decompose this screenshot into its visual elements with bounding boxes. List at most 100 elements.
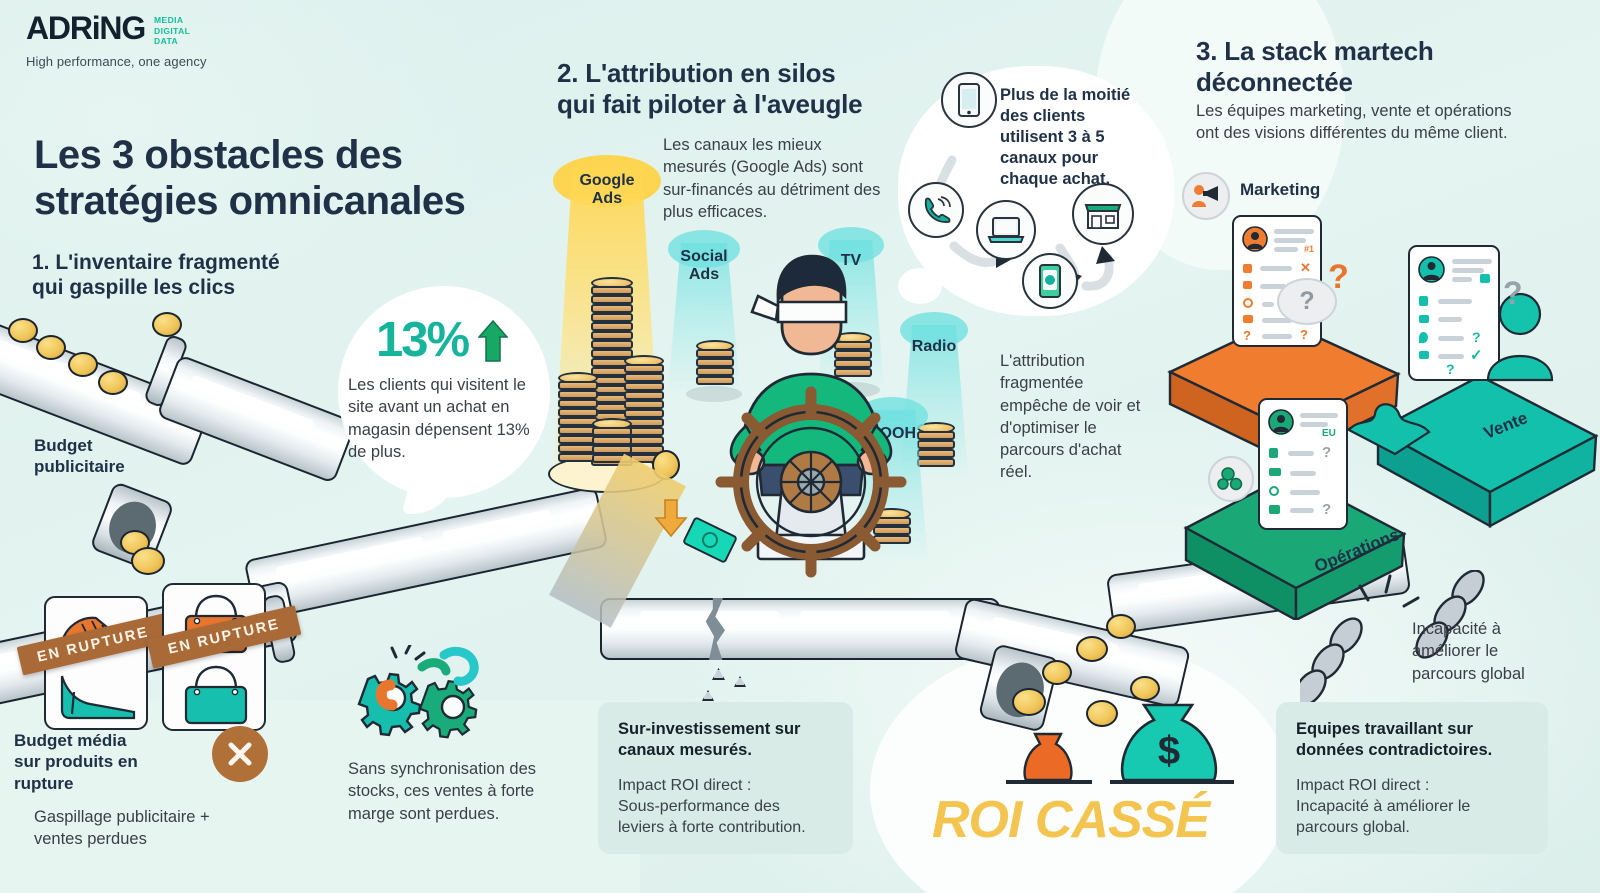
stat-bubble-13-percent [338,286,550,498]
chain-note-line1: Incapacité à [1412,620,1501,638]
section-2-heading-line2: qui fait piloter à l'aveugle [557,88,863,119]
puzzle-label-marketing: Marketing [1240,180,1321,199]
avatar-marketing-icon [1242,226,1268,252]
impact-card-2-title-line1: Equipes travaillant sur [1296,720,1473,738]
page-title-line1: Les 3 obstacles des [34,133,403,177]
avatar-vente-icon [1418,256,1445,283]
money-bag-orange-icon [1023,732,1073,782]
coin-stack-radio [917,422,955,478]
pipe-debris-2 [734,676,746,687]
profile-card-operations: EU ? ? [1258,398,1348,530]
channel-label-tv: TV [840,252,862,269]
pipe-center [600,598,1000,660]
gears-broken-chain-icon [357,645,479,739]
stat-value: 13% [376,313,470,367]
impact-card-1: Sur-investissement sur canaux mesurés. I… [598,702,853,854]
roi-coin-4 [1106,614,1136,639]
money-bag-teal-icon: $ [1120,703,1218,782]
sync-description: Sans synchronisation des stocks, ces ven… [348,760,537,823]
arrow-down-icon [654,499,688,538]
marketing-role-icon-circle [1182,172,1230,220]
roi-coin-1 [1012,688,1046,716]
profile-card-marketing: #1 ✕ ? ? ? [1232,215,1322,347]
impact-card-1-title-line2: canaux mesurés. [618,741,752,760]
logo-tags: MEDIA DIGITAL DATA [154,12,190,47]
channel-social-line1: Social [680,248,728,265]
channel-google-line1: Google [579,172,635,189]
label-budget-media: Budget média sur produits en rupture [14,730,179,794]
question-mark-marketing-large: ? [1328,258,1349,296]
impact-card-2-body-line1: Impact ROI direct : [1296,776,1430,794]
logo-tag-media: MEDIA [154,15,184,25]
mobile-phone-icon [941,72,997,128]
phone-call-icon [908,182,964,238]
section-3-heading: 3. La stack martech déconnectée [1196,36,1576,97]
impact-card-2: Equipes travaillant sur données contradi… [1276,702,1548,854]
label-budget-line1: Budget [34,436,93,455]
page-title-line2: stratégies omnicanales [34,178,466,223]
caption-line1: Gaspillage publicitaire + [34,808,210,826]
card-badge-marketing: #1 [1304,244,1315,254]
chain-note-line2: améliorer le [1412,642,1499,661]
page-title: Les 3 obstacles des stratégies omnicanal… [34,133,554,224]
channel-beam-tv [818,227,884,388]
label-media-line1: Budget média [14,731,127,750]
store-icon [1072,183,1134,245]
channel-social-line2: Ads [688,266,720,284]
roi-coin-6 [1130,676,1160,701]
money-ground-line-1 [1006,780,1092,784]
bg-band-lower [0,700,640,893]
section-3-heading-line2: déconnectée [1196,66,1353,97]
out-of-stock-x-badge [212,726,268,782]
section-1-heading-line2: qui gaspille les clics [32,276,236,300]
avatar-operations-icon [1268,409,1294,435]
high-heel-icon [60,675,136,720]
vente-person-silhouette [1482,292,1558,382]
pipe-coin-d [98,370,128,395]
gears-icon [1217,467,1243,491]
brand-logo: ADRiNG MEDIA DIGITAL DATA High performan… [26,12,207,69]
impact-card-2-body: Impact ROI direct : Incapacité à amélior… [1296,775,1528,838]
stat-description: Les clients qui visitent le site avant u… [348,376,530,461]
impact-card-2-body-line3: parcours global. [1296,819,1410,837]
section-2-heading-line1: 2. L'attribution en silos [557,58,836,88]
handbag-teal-icon [184,665,248,725]
logo-text: ADRiNG [26,10,146,46]
chain-note: Incapacité à améliorer le parcours globa… [1412,618,1587,685]
impact-card-1-title: Sur-investissement sur canaux mesurés. [618,719,833,762]
attribution-note: L'attribution fragmentée empêche de voir… [1000,352,1141,482]
journey-bubble-tail [898,268,942,304]
coin-stack-google-right [624,355,664,473]
section-3-body-line2: ont des visions différentes du même clie… [1196,124,1508,143]
operations-role-icon-circle [1208,456,1254,502]
impact-card-1-title-line1: Sur-investissement sur [618,720,801,738]
label-media-line2: sur produits en [14,752,138,772]
pipe-debris-3 [702,690,714,701]
journey-stat-text: Plus de la moitié des clients utilisent … [1000,86,1131,189]
section-3-body: Les équipes marketing, vente et opératio… [1196,100,1596,145]
money-ground-line-2 [1110,780,1234,784]
caption-gaspillage: Gaspillage publicitaire + ventes perdues [34,806,304,851]
impact-card-1-body-line2: Sous-performance des [618,797,780,815]
megaphone-person-icon [1192,185,1218,207]
arrow-up-icon [478,319,509,362]
label-media-line3: rupture [14,773,74,793]
pipe-coin-e [152,312,182,337]
coin-stack-tv [834,332,872,390]
coin-stack-dooh [873,508,911,560]
pipe-coin-c [68,352,98,377]
logo-tag-data: DATA [154,36,178,47]
logo-tagline: High performance, one agency [26,53,207,69]
close-icon [228,742,252,766]
logo-wordmark: ADRiNG [26,10,146,46]
section-1-heading-line1: 1. L'inventaire fragmenté [32,251,280,274]
profile-card-vente: ? ✓ ? [1408,245,1500,381]
puzzle-piece-vente [1370,330,1600,530]
channel-google-line2: Ads [591,190,623,208]
impact-card-2-title-line2: données contradictoires. [1296,741,1493,760]
pipe-coin-a [8,318,38,343]
logo-tag-digital: DIGITAL [154,25,191,36]
dollar-symbol: $ [1158,729,1180,773]
roi-casse-label: ROI CASSÉ [932,791,1210,849]
